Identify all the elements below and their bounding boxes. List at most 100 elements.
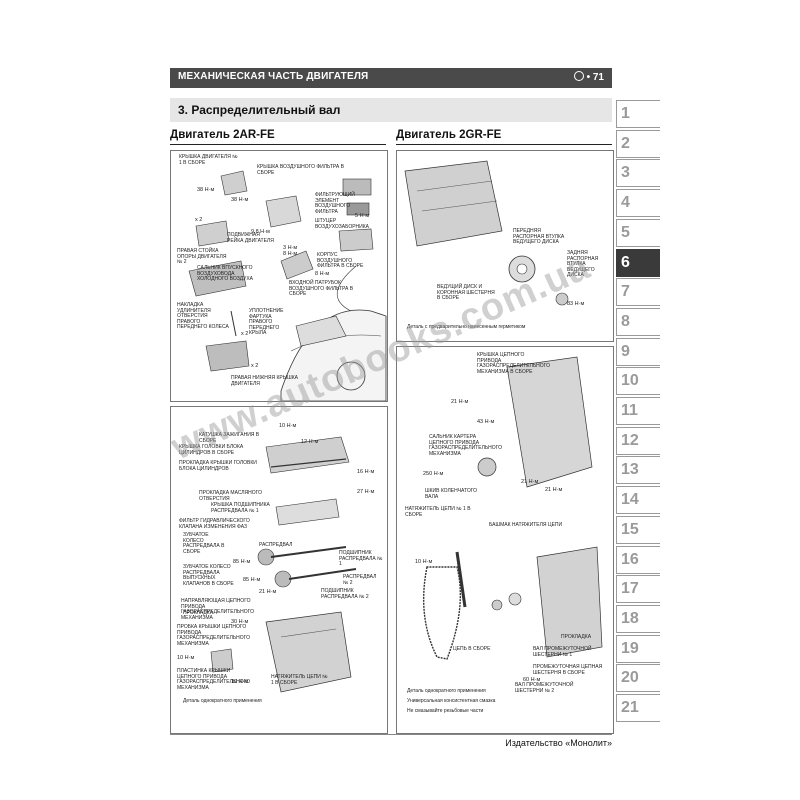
tab-5[interactable]: 5 (616, 218, 660, 247)
tab-label: 16 (621, 550, 639, 568)
label-head-cover: КРЫШКА ГОЛОВКИ БЛОКА ЦИЛИНДРОВ В СБОРЕ (179, 444, 244, 456)
torque-p4-7: 60 Н·м (523, 677, 541, 683)
tab-label: 4 (621, 194, 630, 212)
label-gasket-2gr: ПРОКЛАДКА (561, 634, 592, 640)
tab-label: 19 (621, 639, 639, 657)
tab-label: 2 (621, 134, 630, 152)
tab-10[interactable]: 10 (616, 367, 660, 396)
qty-3: x 2 (251, 363, 259, 369)
tab-1[interactable]: 1 (616, 100, 660, 128)
tab-12[interactable]: 12 (616, 426, 660, 455)
torque-p4-2: 43 Н·м (477, 419, 495, 425)
torque-p4-4: 21 Н·м (521, 479, 539, 485)
tab-16[interactable]: 16 (616, 545, 660, 574)
torque-3: 9,8 Н·м (251, 229, 270, 235)
torque-p2-8: 30 Н·м (231, 619, 249, 625)
label-ignition-coil: КАТУШКА ЗАЖИГАНИЯ В СБОРЕ (199, 432, 260, 444)
tab-8[interactable]: 8 (616, 307, 660, 336)
torque-p4-1: 21 Н·м (451, 399, 469, 405)
tab-6[interactable]: 6 (616, 248, 660, 277)
tab-20[interactable]: 20 (616, 664, 660, 693)
label-exhaust-sprocket: ЗУБЧАТОЕ КОЛЕСО РАСПРЕДВАЛА ВЫПУСКНЫХ КЛ… (183, 564, 234, 587)
torque-6: 8 Н·м (283, 251, 298, 257)
label-bearing-2: ПОДШИПНИК РАСПРЕДВАЛА № 2 (321, 588, 369, 600)
flywheel-illustration (404, 160, 569, 306)
engine-bay-illustration (188, 170, 387, 401)
torque-p2-10: 10 Н·м (231, 679, 249, 685)
label-gasket: ПРОКЛАДКА (183, 610, 214, 616)
diagram-panel-2ar-lower: КАТУШКА ЗАЖИГАНИЯ В СБОРЕ КРЫШКА ГОЛОВКИ… (170, 406, 388, 734)
label-wheel-extension: НАКЛАДКА УДЛИНИТЕЛЯ ОТВЕРСТИЯ ПРАВОГО ПЕ… (177, 302, 229, 331)
tab-label: 6 (621, 253, 630, 271)
tab-15[interactable]: 15 (616, 515, 660, 544)
torque-p2-7: 21 Н·м (259, 589, 277, 595)
tab-2[interactable]: 2 (616, 129, 660, 158)
tab-7[interactable]: 7 (616, 278, 660, 307)
timing-chain-illustration (423, 356, 603, 660)
page-number-value: 71 (592, 72, 604, 83)
tab-18[interactable]: 18 (616, 604, 660, 633)
torque-p2-9: 10 Н·м (177, 655, 195, 661)
tab-label: 1 (621, 105, 630, 122)
label-lower-cover: ПРАВАЯ НИЖНЯЯ КРЫШКА ДВИГАТЕЛЯ (231, 375, 298, 387)
torque-p2-6: 85 Н·м (243, 577, 261, 583)
footer-rule (170, 734, 612, 735)
label-air-inlet: ВХОДНОЙ ПАТРУБОК ВОЗДУШНОГО ФИЛЬТРА В СБ… (289, 280, 354, 298)
section-title: 3. Распределительный вал (178, 103, 341, 117)
label-fender-seal: УПЛОТНЕНИЕ ФАРТУКА ПРАВОГО ПЕРЕДНЕГО КРЫ… (249, 308, 284, 337)
torque-1: 38 Н·м (197, 187, 215, 193)
label-intake-fitting: ШТУЦЕР ВОЗДУХОЗАБОРНИКА (315, 218, 370, 230)
legend-single-use: Деталь однократного применения (183, 698, 262, 704)
label-air-filter-cover: КРЫШКА ВОЗДУШНОГО ФИЛЬТРА В СБОРЕ (257, 164, 344, 176)
label-bearing-cap: КРЫШКА ПОДШИПНИКА РАСПРЕДВАЛА № 1 (211, 502, 270, 514)
publisher-footer: Издательство «Монолит» (505, 738, 612, 748)
tab-9[interactable]: 9 (616, 337, 660, 366)
legend-sealant: Деталь с предварительно нанесенным герме… (407, 324, 526, 330)
label-timing-cover: КРЫШКА ЦЕПНОГО ПРИВОДА ГАЗОРАСПРЕДЕЛИТЕЛ… (477, 352, 550, 375)
tab-3[interactable]: 3 (616, 159, 660, 188)
tab-17[interactable]: 17 (616, 575, 660, 604)
tab-label: 18 (621, 609, 639, 627)
qty-1: x 2 (195, 217, 203, 223)
label-camshaft: РАСПРЕДВАЛ (259, 542, 293, 548)
label-rear-spacer: ЗАДНЯЯ РАСПОРНАЯ ВТУЛКА ВЕДУЩЕГО ДИСКА (567, 250, 599, 279)
qty-2: x 2 (241, 331, 249, 337)
tab-label: 15 (621, 520, 639, 538)
label-idler-shaft-1: ВАЛ ПРОМЕЖУТОЧНОЙ ШЕСТЕРНИ № 1 (533, 646, 592, 658)
torque-7: 8 Н·м (315, 271, 330, 277)
label-drive-plate: ВЕДУЩИЙ ДИСК И КОРОННАЯ ШЕСТЕРНЯ В СБОРЕ (437, 284, 495, 302)
label-oil-hole-gasket: ПРОКЛАДКА МАСЛЯНОГО ОТВЕРСТИЯ (199, 490, 262, 502)
tab-4[interactable]: 4 (616, 189, 660, 218)
torque-p2-1: 10 Н·м (279, 423, 297, 429)
label-cover-plug: ПРОБКА КРЫШКИ ЦЕПНОГО ПРИВОДА ГАЗОРАСПРЕ… (177, 624, 250, 647)
tab-21[interactable]: 21 (616, 694, 660, 722)
label-chain-guide: НАПРАВЛЯЮЩАЯ ЦЕПНОГО ПРИВОДА ГАЗОРАСПРЕД… (181, 598, 254, 621)
left-title-underline (170, 144, 386, 145)
label-chain: ЦЕПЬ В СБОРЕ (453, 646, 491, 652)
tab-11[interactable]: 11 (616, 397, 660, 425)
torque-p4-3: 250 Н·м (423, 471, 444, 477)
camshaft-illustration (210, 436, 357, 693)
tab-label: 5 (621, 223, 630, 241)
label-bearing-1: ПОДШИПНИК РАСПРЕДВАЛА № 1 (339, 550, 383, 568)
section-title-bar: 3. Распределительный вал (170, 98, 612, 122)
label-air-filter-case: КОРПУС ВОЗДУШНОГО ФИЛЬТРА В СБОРЕ (317, 252, 364, 270)
legend-grease: Универсальная консистентная смазка (407, 698, 496, 704)
label-head-cover-gasket: ПРОКЛАДКА КРЫШКИ ГОЛОВКИ БЛОКА ЦИЛИНДРОВ (179, 460, 257, 472)
tab-19[interactable]: 19 (616, 634, 660, 663)
torque-2: 38 Н·м (231, 197, 249, 203)
tab-14[interactable]: 14 (616, 486, 660, 515)
tab-label: 13 (621, 461, 639, 479)
diagram-panel-2gr-upper: ПЕРЕДНЯЯ РАСПОРНАЯ ВТУЛКА ВЕДУЩЕГО ДИСКА… (396, 150, 614, 342)
right-engine-title: Двигатель 2GR-FE (396, 129, 502, 141)
label-engine-rail: ПОДВИЖНАЯ РЕЙКА ДВИГАТЕЛЯ (227, 232, 274, 244)
tab-13[interactable]: 13 (616, 456, 660, 485)
chapter-header-bar: МЕХАНИЧЕСКАЯ ЧАСТЬ ДВИГАТЕЛЯ • 71 (170, 68, 612, 88)
tab-label: 17 (621, 580, 639, 598)
torque-p2-2: 12 Н·м (301, 439, 319, 445)
torque-p4-6: 10 Н·м (415, 559, 433, 565)
torque-p2-4: 27 Н·м (357, 489, 375, 495)
tab-label: 21 (621, 699, 639, 716)
label-filter-element: ФИЛЬТРУЮЩИЙ ЭЛЕМЕНТ ВОЗДУШНОГО ФИЛЬТРА (315, 192, 355, 215)
label-tensioner: НАТЯЖИТЕЛЬ ЦЕПИ № 1 В СБОРЕ (405, 506, 471, 518)
